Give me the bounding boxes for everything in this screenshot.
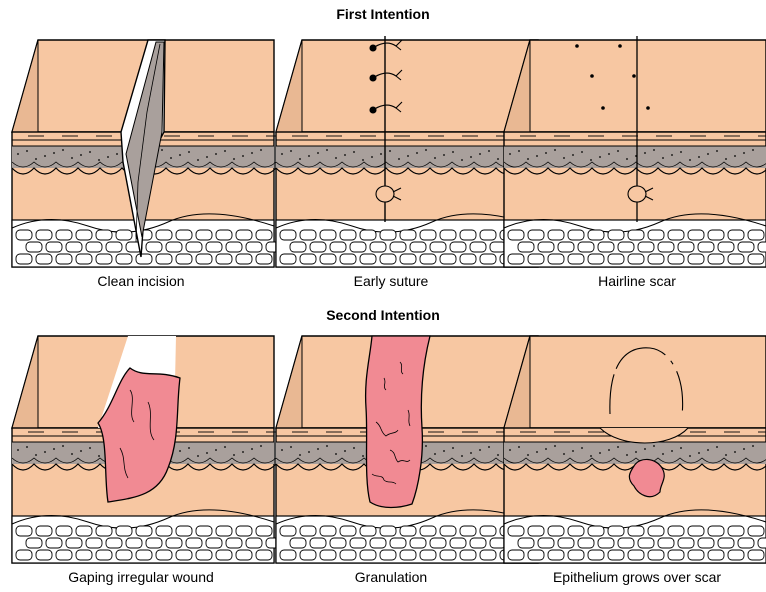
panel-hairline-scar <box>500 22 766 262</box>
fat-layer <box>504 510 766 563</box>
caption-epithelium-over-scar: Epithelium grows over scar <box>512 569 762 585</box>
fat-layer <box>12 214 282 267</box>
caption-gaping-irregular-wound: Gaping irregular wound <box>16 569 266 585</box>
fat-layer <box>504 214 766 267</box>
heading-first-intention: First Intention <box>0 6 766 22</box>
panel-epithelium-over-scar <box>500 318 766 558</box>
caption-hairline-scar: Hairline scar <box>512 273 762 289</box>
caption-clean-incision: Clean incision <box>16 273 266 289</box>
panel-gaping-irregular-wound <box>8 318 278 558</box>
fat-layer <box>12 510 282 563</box>
caption-granulation: Granulation <box>266 569 516 585</box>
panel-clean-incision <box>8 22 278 262</box>
caption-early-suture: Early suture <box>266 273 516 289</box>
